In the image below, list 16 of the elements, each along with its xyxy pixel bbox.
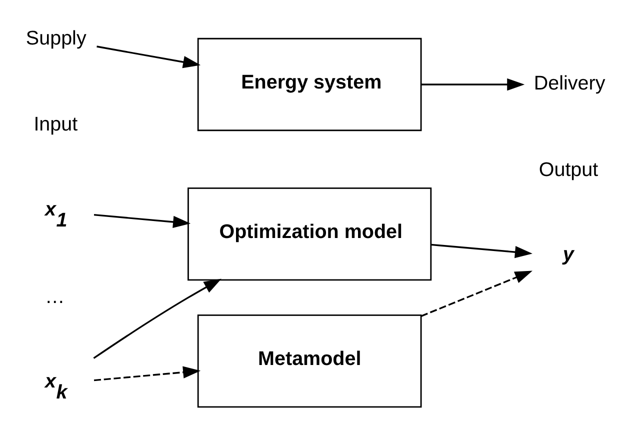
node-text: y bbox=[562, 243, 574, 266]
node-text: Supply bbox=[26, 28, 86, 50]
arrow bbox=[93, 278, 222, 359]
arrow bbox=[431, 244, 532, 258]
arrow bbox=[421, 78, 525, 91]
node-text: Delivery bbox=[534, 72, 606, 95]
label: Input bbox=[34, 114, 78, 136]
label: Output bbox=[538, 158, 598, 181]
arrow bbox=[420, 270, 532, 317]
node-box: Metamodel bbox=[197, 314, 422, 408]
arrow bbox=[94, 214, 191, 228]
label: … bbox=[44, 286, 65, 308]
node-box: Energy system bbox=[197, 38, 422, 132]
arrow bbox=[94, 366, 201, 382]
node-box: Optimization model bbox=[188, 188, 432, 281]
arrow bbox=[96, 46, 201, 68]
